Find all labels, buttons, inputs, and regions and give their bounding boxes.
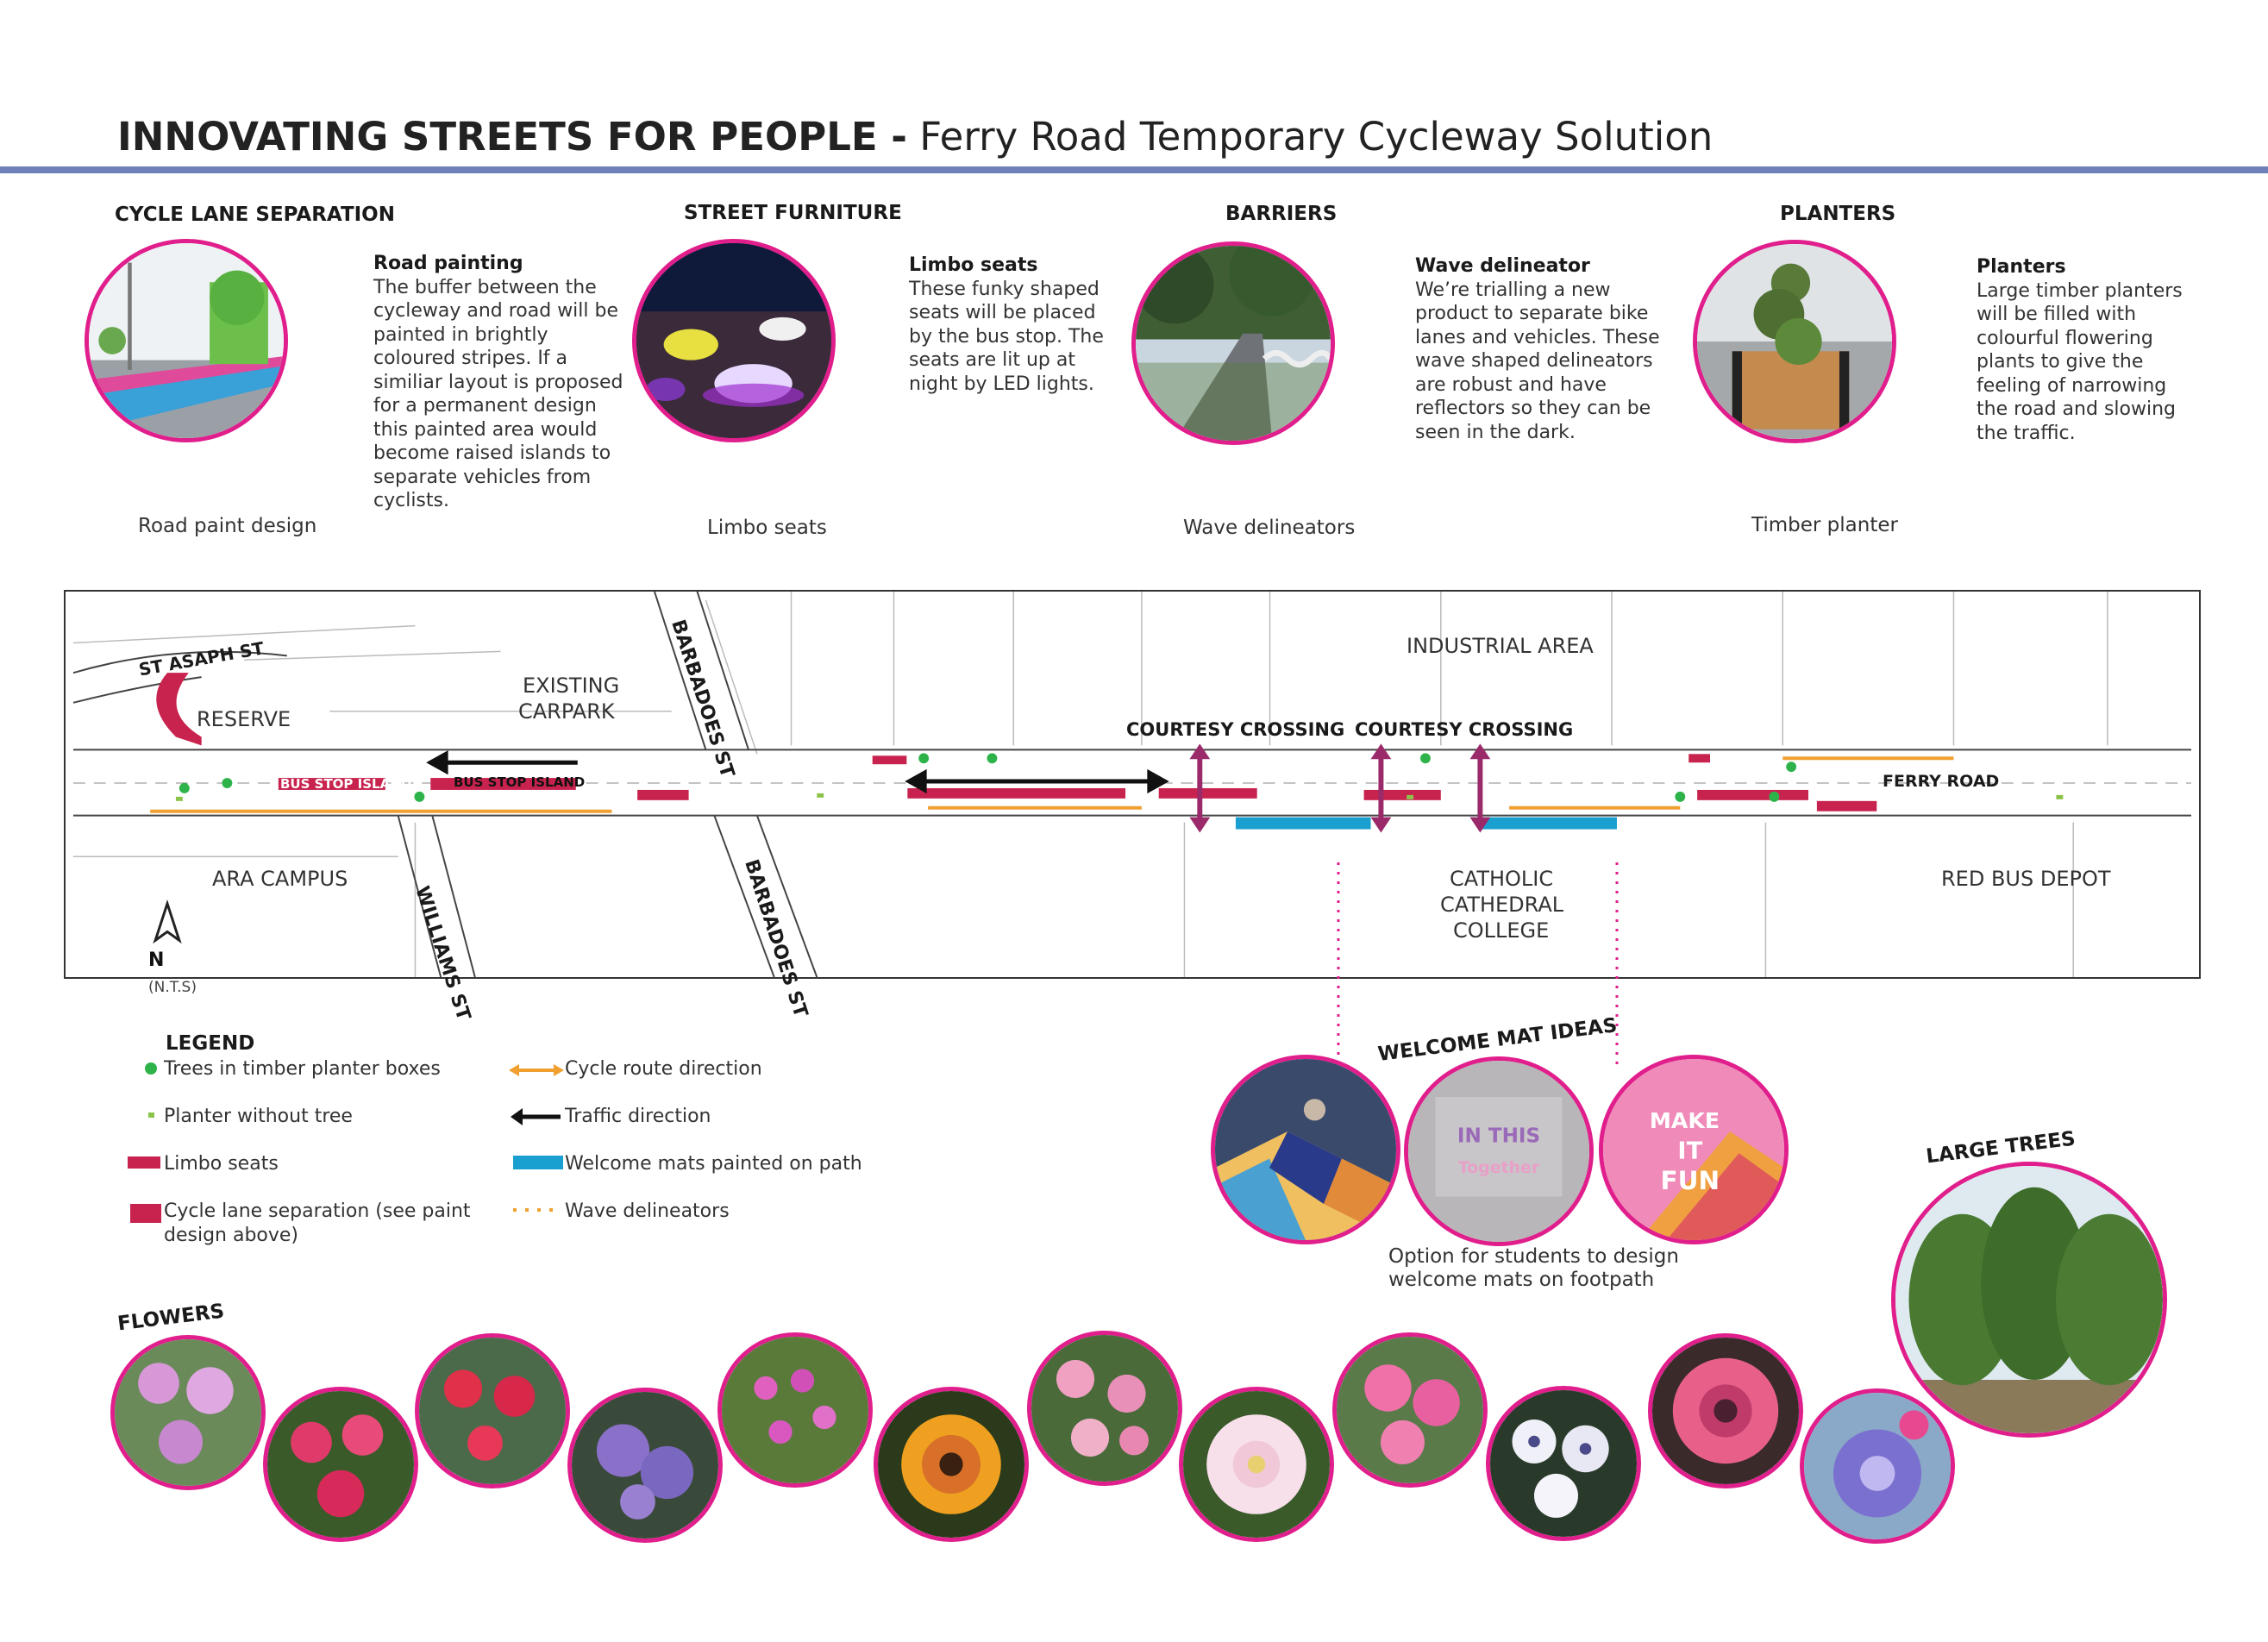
svg-text:FUN: FUN: [1661, 1166, 1720, 1195]
legend-cycle-route: Cycle route direction: [565, 1058, 762, 1080]
heading-flowers: FLOWERS: [116, 1300, 226, 1336]
legend-planter: Planter without tree: [164, 1106, 353, 1127]
legend-title: LEGEND: [166, 1032, 255, 1055]
flower-photo-9: [1332, 1332, 1488, 1488]
label-existing: EXISTING: [523, 674, 620, 698]
header-rule: [0, 166, 2268, 173]
traffic-direction-icon: [511, 1108, 561, 1125]
label-courtesy-crossing-1: COURTESY CROSSING: [1126, 719, 1345, 740]
welcome-mat-photo-2: IN THIS Together: [1404, 1056, 1594, 1246]
flower-photo-10: [1486, 1386, 1641, 1541]
flower-photo-3: [415, 1333, 570, 1488]
wave-delineators-photo: [1131, 241, 1335, 445]
heading-large-trees: LARGE TREES: [1925, 1127, 2077, 1169]
flower-photo-12: [1800, 1388, 1955, 1544]
road-painting-text: The buffer between the cycleway and road…: [373, 276, 623, 512]
svg-text:MAKE: MAKE: [1650, 1108, 1720, 1133]
welcome-caption-line-1: Option for students to design: [1388, 1245, 1679, 1268]
site-plan-map: [64, 590, 2201, 979]
label-bus-stop-island-1: BUS STOP ISLAND: [280, 776, 412, 792]
legend-trees: Trees in timber planter boxes: [164, 1058, 441, 1080]
map-welcome-mat-1: [1235, 817, 1371, 830]
title-bold: INNOVATING STREETS FOR PEOPLE -: [117, 114, 907, 160]
flower-photo-2: [263, 1387, 418, 1542]
map-welcome-mat-2: [1480, 817, 1617, 830]
large-trees-photo: [1891, 1162, 2167, 1438]
road-painting-title: Road painting: [373, 253, 523, 274]
legend-wave-delineators: Wave delineators: [565, 1200, 730, 1222]
heading-planters: PLANTERS: [1780, 203, 1896, 225]
limbo-seats-title: Limbo seats: [909, 254, 1038, 276]
page-title: INNOVATING STREETS FOR PEOPLE - Ferry Ro…: [117, 114, 1713, 160]
planter-icon: [148, 1112, 154, 1118]
legend-cycle-separation-2: design above): [164, 1225, 299, 1246]
wave-delineator-icon: [513, 1208, 560, 1212]
flower-photo-11: [1648, 1333, 1803, 1488]
timber-planter-photo: [1693, 240, 1896, 443]
flower-photo-8: [1179, 1387, 1334, 1542]
svg-text:IT: IT: [1677, 1138, 1702, 1165]
tree-icon: [145, 1062, 157, 1075]
north-label: N: [148, 949, 165, 971]
svg-text:IN THIS: IN THIS: [1457, 1125, 1540, 1148]
title-subtitle: Ferry Road Temporary Cycleway Solution: [906, 114, 1714, 160]
label-ferry-road: FERRY ROAD: [1883, 772, 2000, 791]
heading-street-furniture: STREET FURNITURE: [684, 202, 902, 224]
planters-title: Planters: [1977, 256, 2066, 278]
north-arrow-icon: [153, 899, 182, 944]
legend-traffic-direction: Traffic direction: [565, 1106, 711, 1127]
limbo-seats-text: These funky shaped seats will be placed …: [909, 278, 1104, 395]
legend-welcome-mats: Welcome mats painted on path: [565, 1153, 862, 1175]
flower-photo-7: [1027, 1331, 1182, 1486]
road-paint-caption: Road paint design: [138, 515, 317, 537]
welcome-caption-line-2: welcome mats on footpath: [1388, 1269, 1655, 1291]
flower-photo-1: [110, 1335, 266, 1490]
flower-photo-6: [874, 1387, 1029, 1542]
limbo-seats-caption: Limbo seats: [707, 517, 827, 539]
site-plan-drawing: [72, 592, 2192, 977]
svg-text:Together: Together: [1458, 1158, 1540, 1177]
legend-limbo-seats: Limbo seats: [164, 1153, 279, 1175]
label-bus-stop-island-2: BUS STOP ISLAND: [454, 774, 586, 790]
legend-cycle-separation: Cycle lane separation (see paint: [164, 1200, 471, 1222]
label-cathedral: CATHEDRAL: [1440, 893, 1564, 917]
label-ara-campus: ARA CAMPUS: [212, 867, 348, 891]
cycle-direction-icon: [509, 1064, 564, 1076]
nts-label: (N.T.S): [148, 979, 197, 996]
label-catholic: CATHOLIC: [1450, 867, 1554, 891]
limbo-seats-photo: [632, 239, 836, 442]
welcome-mat-callout-lines: [1337, 862, 1619, 1069]
flower-photo-5: [717, 1332, 873, 1488]
welcome-mat-photo-1: [1211, 1055, 1400, 1244]
heading-barriers: BARRIERS: [1225, 203, 1338, 225]
label-reserve: RESERVE: [197, 707, 291, 731]
label-courtesy-crossing-2: COURTESY CROSSING: [1355, 719, 1574, 740]
wave-delineators-caption: Wave delineators: [1183, 517, 1356, 539]
wave-delineator-text: We’re trialling a new product to separat…: [1415, 279, 1660, 443]
label-college: COLLEGE: [1453, 918, 1550, 943]
label-carpark: CARPARK: [518, 699, 615, 724]
welcome-mat-icon: [513, 1156, 563, 1169]
label-red-bus-depot: RED BUS DEPOT: [1941, 867, 2111, 891]
flower-photo-4: [567, 1388, 723, 1543]
cycle-separation-icon: [130, 1204, 161, 1223]
planters-text: Large timber planters will be filled wit…: [1977, 279, 2183, 444]
welcome-mat-photo-3: MAKE IT FUN: [1599, 1055, 1789, 1244]
limbo-seat-icon: [128, 1156, 160, 1169]
wave-delineator-title: Wave delineator: [1415, 255, 1590, 277]
timber-planter-caption: Timber planter: [1751, 514, 1898, 536]
heading-cycle-lane-separation: CYCLE LANE SEPARATION: [115, 204, 395, 226]
road-paint-photo: [85, 239, 288, 442]
label-industrial-area: INDUSTRIAL AREA: [1407, 634, 1594, 658]
